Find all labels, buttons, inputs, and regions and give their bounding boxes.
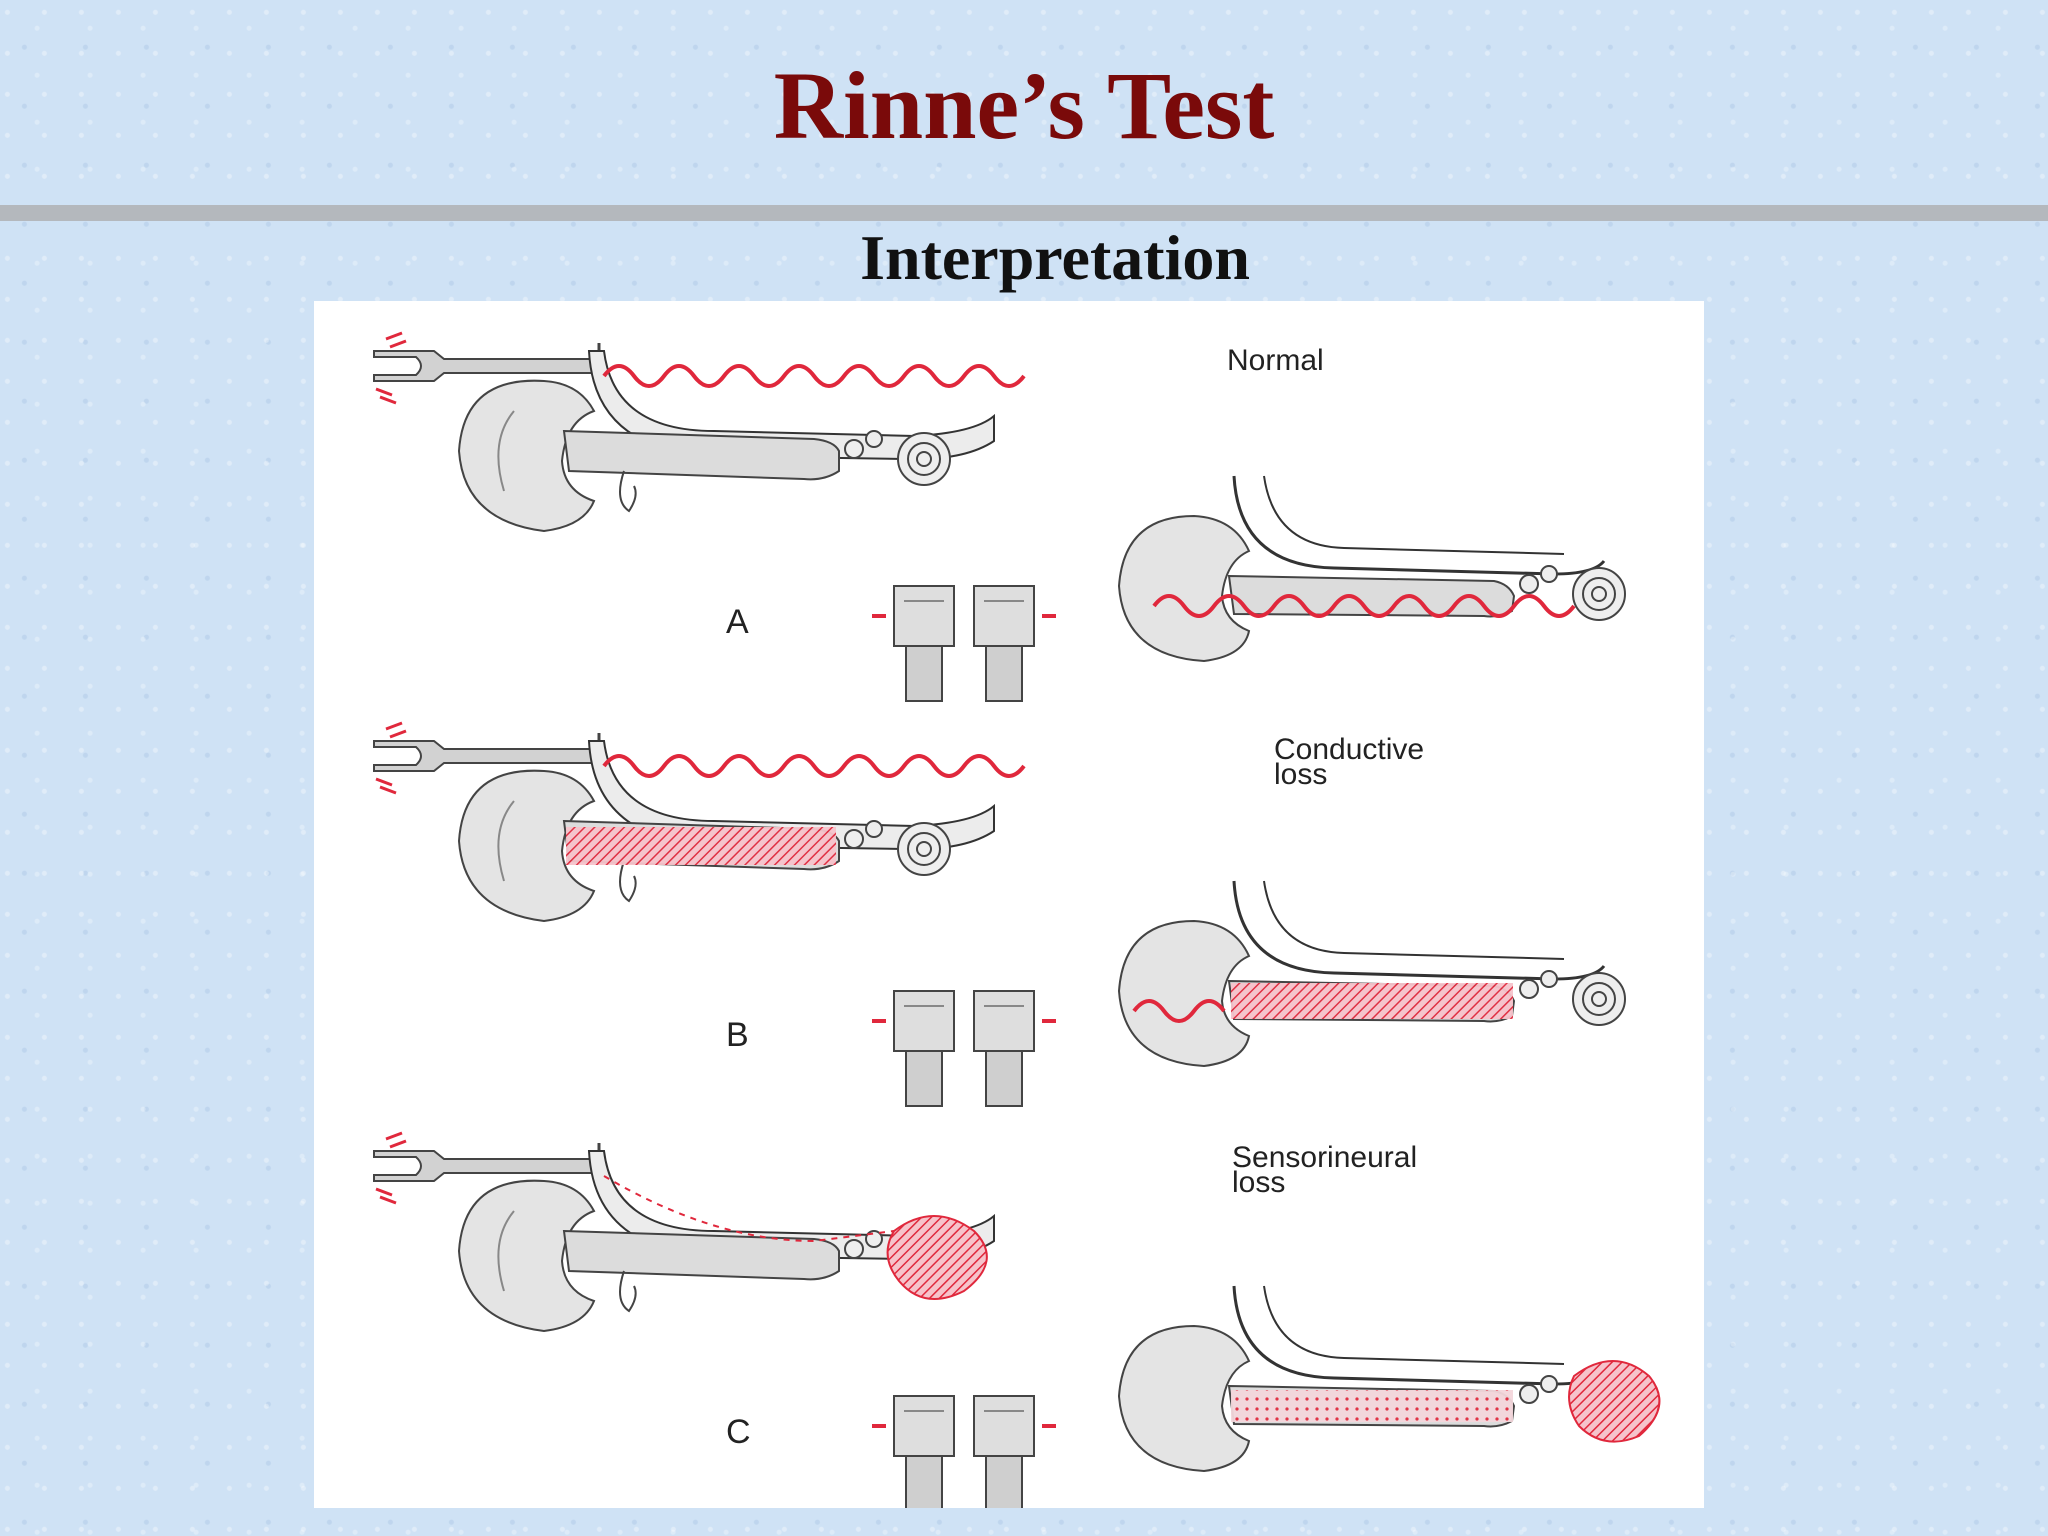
slide-title: Rinne’s Test bbox=[773, 52, 1275, 159]
panel-b-conductive-loss: Conductive loss B bbox=[372, 721, 1627, 1108]
panel-b-label-line-1: Conductive bbox=[1274, 733, 1424, 766]
panel-b-air-conduction bbox=[870, 879, 1627, 1108]
panel-a-bone-conduction bbox=[372, 331, 1026, 533]
panel-b-bone-conduction bbox=[372, 721, 1026, 923]
panel-c-label-line-2: loss bbox=[1232, 1166, 1285, 1199]
rinne-test-figure: Normal A Conductive loss B Sensorine bbox=[314, 301, 1704, 1508]
panel-b-label-line-2: loss bbox=[1274, 758, 1327, 791]
panel-c-letter: C bbox=[726, 1413, 751, 1451]
panel-a-air-conduction bbox=[870, 474, 1627, 703]
panel-a-normal: Normal A bbox=[372, 331, 1627, 703]
panel-a-label-line-1: Normal bbox=[1227, 344, 1324, 377]
title-divider bbox=[0, 205, 2048, 221]
panel-a-letter: A bbox=[726, 603, 749, 641]
ear-diagram-svg: Normal A Conductive loss B Sensorine bbox=[372, 331, 1661, 1508]
panel-c-sensorineural-loss: Sensorineural loss C bbox=[372, 1131, 1661, 1508]
panel-c-bone-conduction bbox=[372, 1131, 996, 1333]
panel-c-label-line-1: Sensorineural bbox=[1232, 1141, 1417, 1174]
panel-c-air-conduction bbox=[870, 1284, 1661, 1508]
slide-subtitle: Interpretation bbox=[860, 222, 1250, 293]
panel-b-letter: B bbox=[726, 1016, 749, 1054]
